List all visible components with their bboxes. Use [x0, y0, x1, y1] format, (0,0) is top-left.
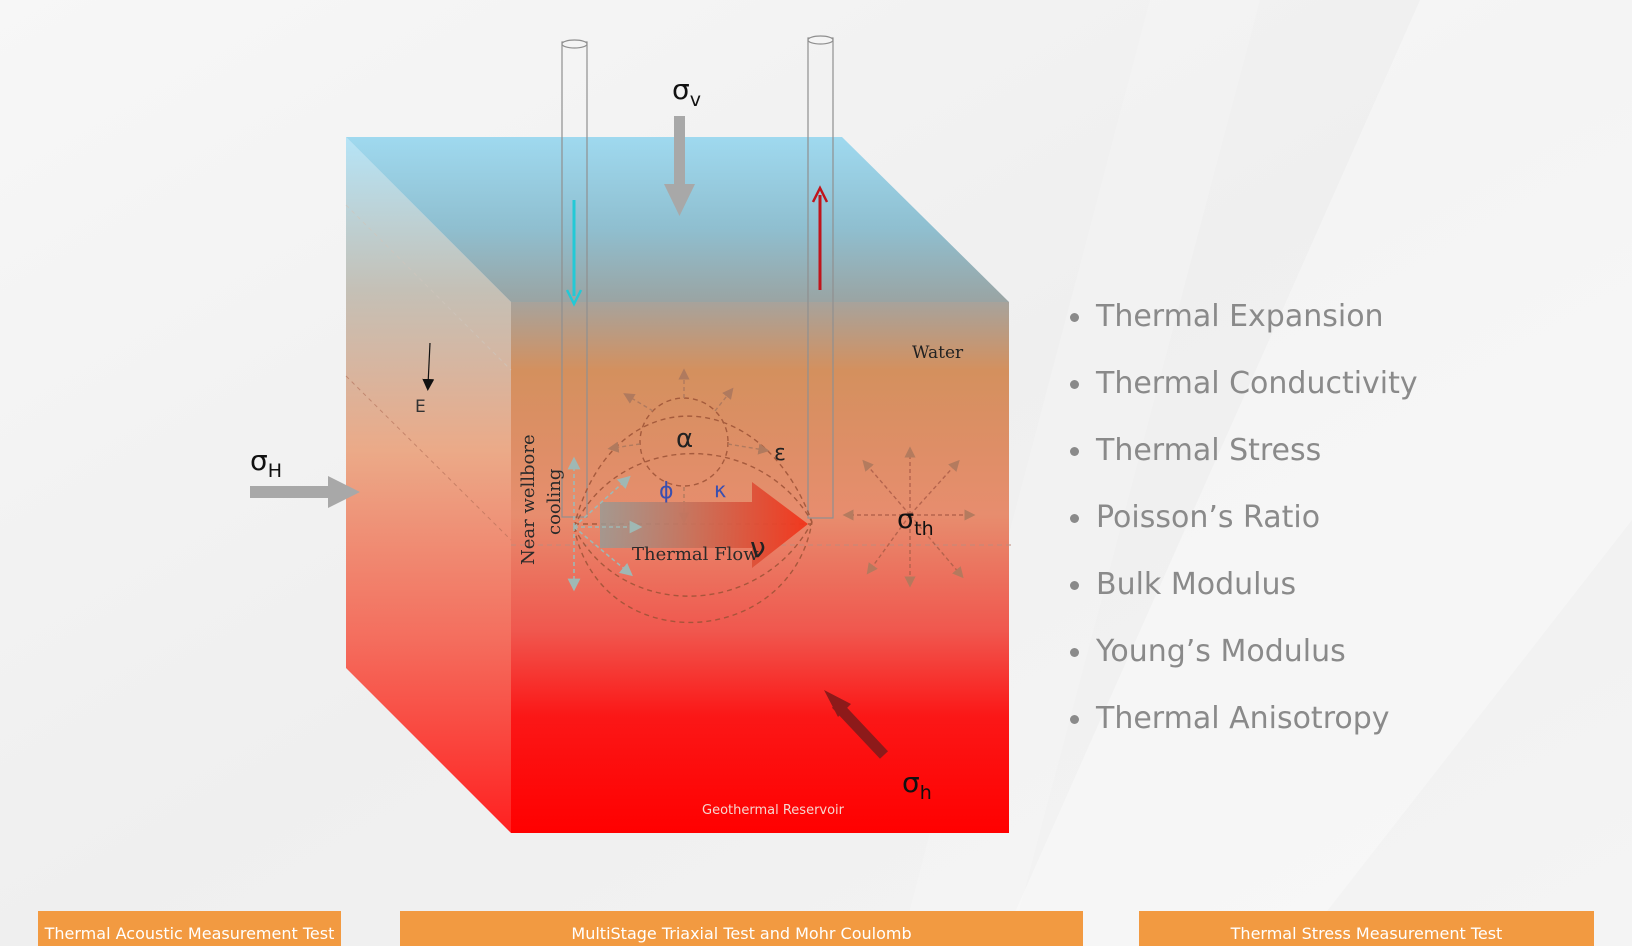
bullet-icon: [1070, 715, 1079, 724]
sigma-h-arrow: [824, 690, 851, 717]
kappa-symbol: κ: [714, 478, 726, 502]
reservoir-label: Geothermal Reservoir: [702, 803, 845, 818]
cube-top-face: [346, 137, 1009, 302]
cooling-label: cooling: [544, 469, 565, 535]
list-item: Young’s Modulus: [1068, 628, 1418, 695]
tab-label: Thermal Acoustic Measurement Test: [44, 924, 335, 943]
tab-thermal-acoustic-test[interactable]: Thermal Acoustic Measurement Test: [38, 911, 341, 946]
property-label: Thermal Stress: [1096, 433, 1322, 468]
property-list: Thermal Expansion Thermal Conductivity T…: [1068, 293, 1418, 762]
thermal-flow-arrow: [600, 482, 808, 568]
nu-symbol: ν: [750, 531, 766, 564]
bullet-icon: [1070, 581, 1079, 590]
sigma-th-label: σth: [897, 504, 934, 540]
bullet-icon: [1070, 313, 1079, 322]
bullet-icon: [1070, 514, 1079, 523]
phi-symbol: ϕ: [659, 479, 674, 504]
property-label: Thermal Anisotropy: [1096, 701, 1390, 736]
water-label: Water: [912, 343, 964, 363]
list-item: Thermal Expansion: [1068, 293, 1418, 360]
thermal-flow-label: Thermal Flow: [632, 544, 759, 565]
sigma-H-arrow: [328, 476, 360, 508]
property-label: Poisson’s Ratio: [1096, 500, 1321, 535]
bullet-icon: [1070, 648, 1079, 657]
sigma-H-label: σH: [250, 444, 282, 482]
property-label: Bulk Modulus: [1096, 567, 1297, 602]
epsilon-symbol: ε: [774, 441, 786, 466]
sigma-v-arrow: [664, 184, 695, 216]
list-item: Thermal Anisotropy: [1068, 695, 1418, 762]
cube-front-face: [511, 302, 1009, 833]
list-item: Bulk Modulus: [1068, 561, 1418, 628]
tab-label: Thermal Stress Measurement Test: [1230, 924, 1503, 943]
bullet-icon: [1070, 380, 1079, 389]
alpha-symbol: α: [676, 424, 693, 454]
list-item: Poisson’s Ratio: [1068, 494, 1418, 561]
tab-thermal-stress-test[interactable]: Thermal Stress Measurement Test: [1139, 911, 1594, 946]
list-item: Thermal Conductivity: [1068, 360, 1418, 427]
tab-multistage-triaxial-test[interactable]: MultiStage Triaxial Test and Mohr Coulom…: [400, 911, 1083, 946]
property-label: Thermal Conductivity: [1096, 366, 1418, 401]
sigma-v-label: σv: [672, 73, 701, 111]
youngs-modulus-symbol: E: [415, 397, 426, 417]
property-label: Young’s Modulus: [1096, 634, 1346, 669]
sigma-h-label: σh: [902, 766, 932, 804]
bullet-icon: [1070, 447, 1079, 456]
near-wellbore-label: Near wellbore: [518, 434, 539, 565]
cube-left-face: [346, 137, 511, 833]
list-item: Thermal Stress: [1068, 427, 1418, 494]
property-label: Thermal Expansion: [1096, 299, 1384, 334]
tab-label: MultiStage Triaxial Test and Mohr Coulom…: [571, 924, 912, 943]
